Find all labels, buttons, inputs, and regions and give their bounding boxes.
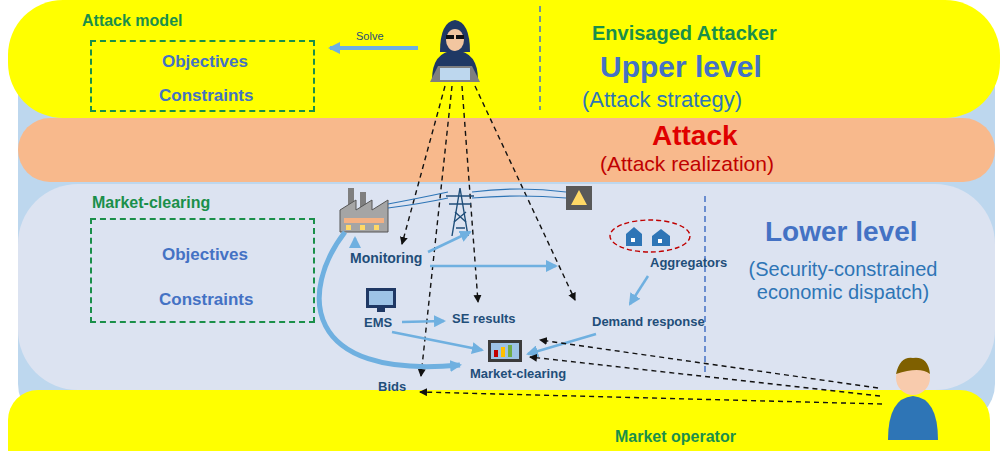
part-label: Solve	[356, 30, 384, 43]
node-heading: Attack	[652, 120, 738, 152]
clearing-box: Market-clearingObjectivesConstraints	[90, 218, 315, 323]
node-heading: Market operator	[615, 428, 736, 446]
transmission-lines	[388, 189, 566, 208]
model-box: Attack modelObjectivesConstraints	[90, 40, 315, 112]
attack-arrows	[402, 86, 575, 376]
node-text: (Attack realization)	[600, 152, 774, 176]
part-label: Bids	[378, 380, 406, 395]
node-text: Constraints	[159, 290, 253, 310]
part-label: EMS	[364, 316, 392, 331]
power-plant-icon	[340, 188, 388, 232]
node-text: Constraints	[159, 86, 253, 106]
houses-icon	[610, 220, 690, 252]
node-heading: Market-clearing	[92, 194, 210, 212]
operator-icon	[888, 358, 938, 440]
upper-band: Envisaged AttackerUpper level(Attack str…	[8, 0, 1000, 118]
attacker-icon	[430, 20, 480, 82]
bids-arrow	[319, 232, 460, 367]
operator-arrows	[420, 340, 882, 404]
node-text: (Security-constrained economic dispatch)	[718, 258, 968, 304]
node-heading: Envisaged Attacker	[592, 22, 777, 45]
transformer-icon	[566, 186, 592, 210]
node-heading: Attack model	[82, 12, 182, 30]
node-heading: Lower level	[765, 216, 918, 248]
attack-band: Attack(Attack realization)	[18, 118, 995, 182]
tower-icon	[446, 188, 474, 236]
market-screen-icon	[488, 340, 522, 362]
part-label: Demand response	[592, 315, 705, 330]
divider-line	[539, 6, 541, 110]
divider-line	[704, 196, 706, 372]
part-label: SE results	[452, 312, 516, 327]
part-label: Monitoring	[350, 250, 422, 266]
node-text: (Attack strategy)	[582, 87, 742, 112]
part-label: Aggregators	[650, 256, 727, 271]
node-text: Upper level	[600, 50, 762, 85]
node-text: Objectives	[162, 52, 248, 72]
ems-computer-icon	[366, 288, 396, 312]
part-label: Market-clearing	[470, 367, 566, 382]
node-text: Objectives	[162, 245, 248, 265]
operator-band: Market operator	[8, 390, 990, 451]
solve-arrow	[330, 46, 418, 50]
